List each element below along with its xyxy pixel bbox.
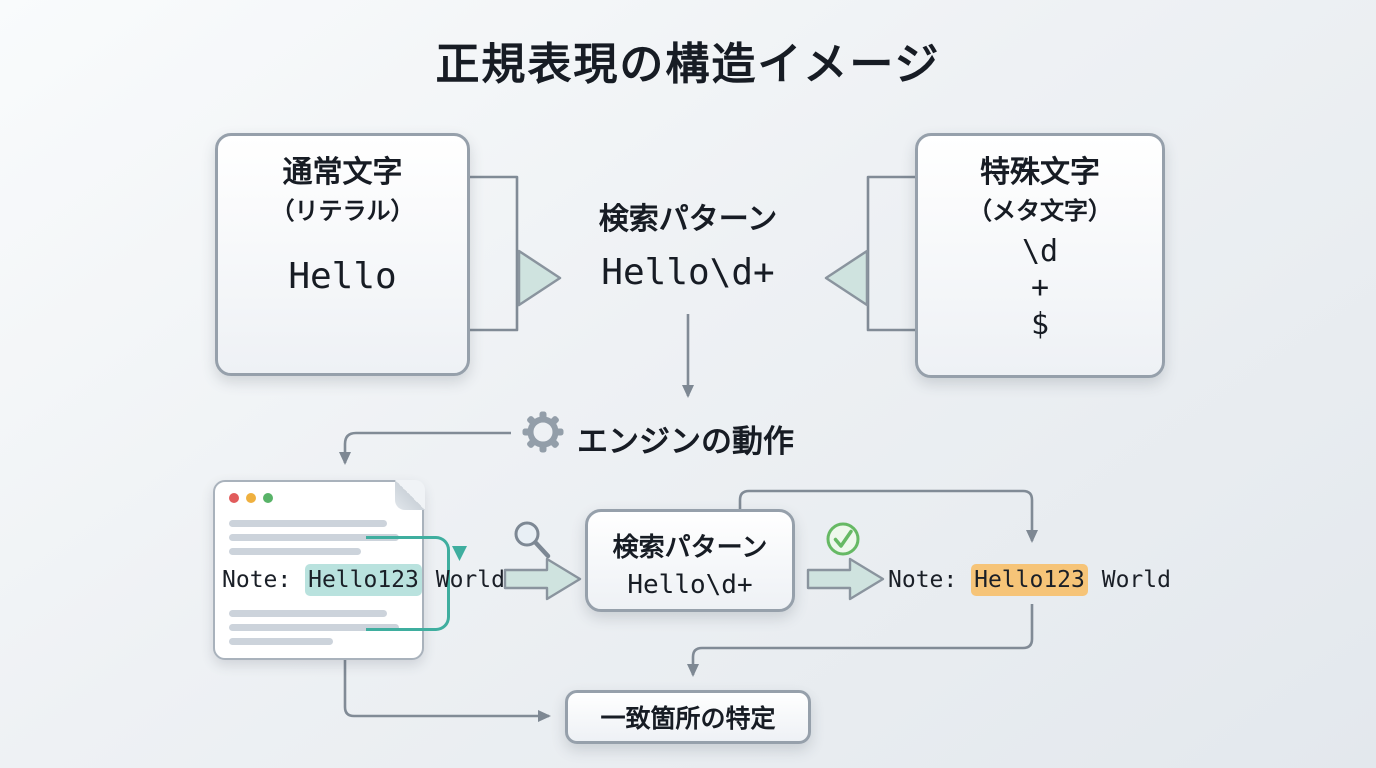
match-flow-arrow — [806, 557, 885, 601]
match-box-label: 一致箇所の特定 — [600, 704, 776, 733]
meta-box-heading: 特殊文字 — [980, 155, 1100, 190]
engine-label: エンジンの動作 — [577, 424, 794, 460]
literal-box-subheading: （リテラル） — [270, 196, 415, 225]
doc-line — [229, 520, 387, 527]
document-text-prefix: Note: — [222, 567, 306, 593]
search-pattern-box: 検索パターン Hello\d+ — [585, 509, 795, 612]
doc-line — [229, 534, 399, 541]
result-text: Note: Hello123 World — [888, 564, 1171, 596]
document-text-suffix: World — [421, 567, 505, 593]
literal-box: 通常文字 （リテラル） Hello — [215, 133, 470, 376]
match-annotation-bracket — [366, 536, 450, 631]
doc-line — [229, 610, 387, 617]
result-text-prefix: Note: — [888, 567, 972, 593]
meta-box-subheading: （メタ文字） — [968, 196, 1112, 225]
check-circle-icon — [826, 522, 860, 556]
meta-box-codes: \d + $ — [918, 234, 1162, 344]
folded-corner-icon — [394, 479, 425, 510]
document-to-match-arrow — [343, 658, 551, 722]
literal-arrowhead — [517, 249, 562, 307]
literal-connector-line — [470, 175, 519, 332]
meta-box: 特殊文字 （メタ文字） \d + $ — [915, 133, 1165, 378]
meta-connector-line — [866, 175, 915, 332]
dot-green-icon — [263, 493, 273, 503]
result-text-suffix: World — [1087, 567, 1171, 593]
result-match-highlight: Hello123 — [971, 564, 1088, 596]
meta-arrowhead — [824, 249, 869, 307]
literal-box-heading: 通常文字 — [282, 155, 403, 190]
search-box-code: Hello\d+ — [627, 570, 753, 600]
meta-code-digit: \d — [1021, 233, 1059, 269]
meta-code-dollar: $ — [1030, 306, 1050, 342]
page-title: 正規表現の構造イメージ — [435, 39, 941, 90]
traffic-light-dots — [229, 493, 273, 503]
doc-line — [229, 548, 361, 555]
scan-flow-arrow — [503, 557, 582, 601]
dot-yellow-icon — [246, 493, 256, 503]
search-box-label: 検索パターン — [612, 533, 768, 563]
document-match-highlight: Hello123 — [305, 564, 422, 596]
engine-to-document-arrow — [339, 431, 511, 465]
doc-line — [229, 638, 333, 645]
result-to-match-arrow — [687, 604, 1034, 677]
gear-icon — [522, 411, 564, 453]
pattern-code: Hello\d+ — [601, 252, 775, 293]
match-annotation-arrowhead — [452, 546, 467, 561]
literal-box-code: Hello — [288, 255, 397, 297]
match-result-box: 一致箇所の特定 — [565, 690, 811, 744]
meta-code-plus: + — [1030, 270, 1050, 306]
magnifier-icon — [514, 521, 551, 559]
dot-red-icon — [229, 493, 239, 503]
document-text: Note: Hello123 World — [222, 564, 505, 596]
pattern-label: 検索パターン — [598, 202, 778, 237]
doc-line — [229, 624, 399, 631]
